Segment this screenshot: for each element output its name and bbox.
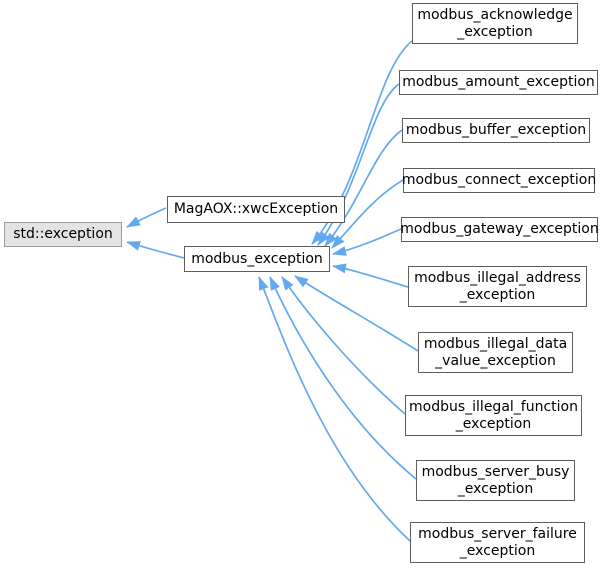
class-node-modbus-illegal-function-exception[interactable]: modbus_illegal_function _exception	[405, 395, 582, 436]
edge-illegal-address-to-modbus	[332, 263, 409, 288]
class-node-label: modbus_illegal_function _exception	[409, 398, 578, 432]
class-node-modbus-exception[interactable]: modbus_exception	[184, 246, 330, 272]
class-node-label: modbus_acknowledge _exception	[417, 6, 573, 40]
class-node-std-exception: std::exception	[4, 222, 122, 247]
edge-illegal-function-to-modbus	[281, 276, 406, 415]
class-node-modbus-acknowledge-exception[interactable]: modbus_acknowledge _exception	[412, 3, 578, 44]
class-node-label: modbus_buffer_exception	[405, 122, 587, 138]
class-node-label: modbus_server_failure _exception	[418, 525, 577, 559]
class-node-modbus-buffer-exception[interactable]: modbus_buffer_exception	[402, 118, 590, 143]
class-node-label: modbus_server_busy _exception	[421, 463, 570, 497]
class-node-modbus-amount-exception[interactable]: modbus_amount_exception	[399, 70, 598, 95]
edge-magaox-to-std-exception	[126, 207, 167, 228]
class-node-label: MagAOX::xwcException	[173, 201, 339, 217]
class-node-label: modbus_illegal_data _value_exception	[423, 335, 568, 369]
edge-gateway-to-modbus	[332, 228, 402, 256]
class-node-label: modbus_gateway_exception	[400, 221, 599, 237]
edge-connect-to-modbus	[331, 179, 404, 249]
class-node-label: modbus_connect_exception	[401, 172, 597, 188]
edge-buffer-to-modbus	[324, 129, 403, 247]
class-node-label: modbus_exception	[191, 250, 323, 267]
class-node-label: modbus_amount_exception	[402, 74, 595, 90]
class-node-label: modbus_illegal_address _exception	[414, 269, 581, 303]
class-node-modbus-illegal-address-exception[interactable]: modbus_illegal_address _exception	[408, 266, 587, 307]
edge-server-busy-to-modbus	[269, 276, 417, 480]
class-node-modbus-connect-exception[interactable]: modbus_connect_exception	[401, 168, 597, 193]
edge-modbus-to-std-exception	[126, 241, 185, 259]
class-node-modbus-illegal-data-value-exception[interactable]: modbus_illegal_data _value_exception	[418, 332, 573, 373]
edge-illegal-data-value-to-modbus	[294, 275, 419, 352]
class-node-modbus-server-failure-exception[interactable]: modbus_server_failure _exception	[410, 522, 585, 563]
class-node-magaox-xwcexception[interactable]: MagAOX::xwcException	[167, 196, 345, 223]
class-node-label: std::exception	[13, 226, 113, 242]
class-node-modbus-server-busy-exception[interactable]: modbus_server_busy _exception	[416, 460, 575, 501]
class-node-modbus-gateway-exception[interactable]: modbus_gateway_exception	[400, 217, 599, 242]
edge-server-failure-to-modbus	[258, 276, 411, 542]
